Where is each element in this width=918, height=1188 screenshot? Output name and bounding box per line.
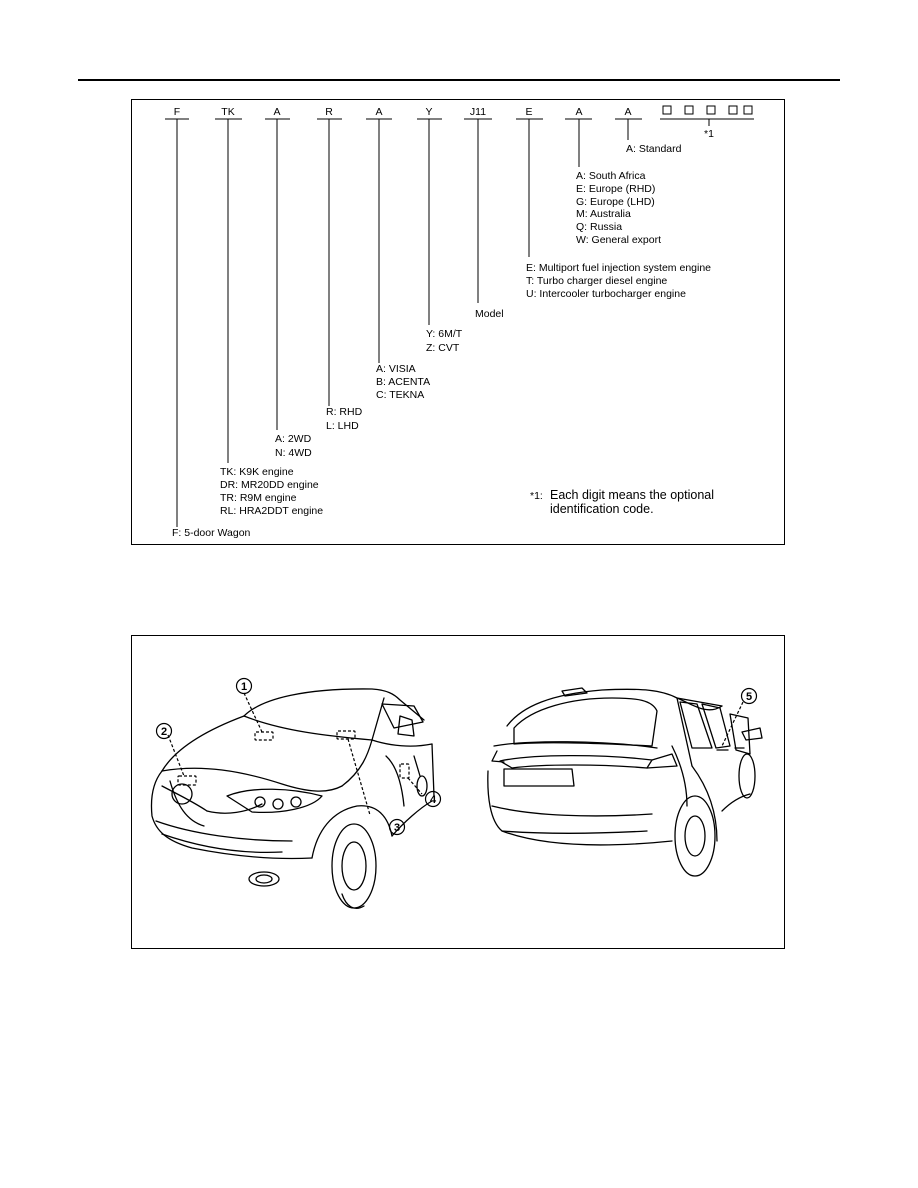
location-marker-2 [177, 775, 197, 786]
legend-pos9-6: W: General export [576, 234, 661, 246]
legend-pos9-3: G: Europe (LHD) [576, 196, 655, 208]
legend-pos4-2: L: LHD [326, 420, 359, 432]
footnote-line-1: Each digit means the optional [550, 488, 714, 502]
callout-3-circle [388, 818, 406, 836]
location-marker-1 [254, 731, 274, 741]
legend-pos5-2: B: ACENTA [376, 376, 430, 388]
legend-pos8-2: T: Turbo charger diesel engine [526, 275, 667, 287]
legend-pos1-1: F: 5-door Wagon [172, 527, 251, 539]
code-header-9: A [575, 106, 582, 118]
identification-location-figure: 1 2 3 4 5 [131, 635, 785, 949]
legend-pos2-3: TR: R9M engine [220, 492, 297, 504]
code-header-4: R [325, 106, 333, 118]
footnote-marker: *1 [704, 128, 714, 140]
legend-pos8-1: E: Multiport fuel injection system engin… [526, 262, 711, 274]
code-header-1: F [174, 106, 180, 118]
legend-pos9-4: M: Australia [576, 208, 631, 220]
callout-4-circle [424, 790, 442, 808]
legend-pos3-2: N: 4WD [275, 447, 312, 459]
callout-3-label: 3 [394, 822, 400, 834]
code-header-8: E [525, 106, 532, 118]
legend-pos6-2: Z: CVT [426, 342, 460, 354]
legend-pos4-1: R: RHD [326, 406, 363, 418]
code-header-6: Y [425, 106, 432, 118]
front-vehicle-drawing [150, 688, 435, 909]
code-header-7: J11 [470, 106, 486, 118]
legend-pos5-3: C: TEKNA [376, 389, 424, 401]
location-marker-3 [336, 730, 356, 740]
legend-pos8-3: U: Intercooler turbocharger engine [526, 288, 686, 300]
callout-2-label: 2 [161, 726, 167, 738]
code-header-5: A [375, 106, 382, 118]
legend-pos2-4: RL: HRA2DDT engine [220, 505, 323, 517]
footnote-line-2: identification code. [550, 502, 654, 516]
code-header-3: A [273, 106, 280, 118]
legend-pos9-2: E: Europe (RHD) [576, 183, 655, 195]
legend-pos6-1: Y: 6M/T [426, 328, 463, 340]
legend-pos7-1: Model [475, 308, 504, 320]
vehicle-illustration: 1 2 3 4 5 [150, 677, 763, 909]
code-header-10: A [624, 106, 631, 118]
location-marker-5-leader [721, 701, 744, 747]
rear-vehicle-drawing [487, 687, 763, 877]
code-chart-svg: F TK A R A Y J11 E A A *1 A: Standard A:… [165, 105, 754, 539]
legend-pos5-1: A: VISIA [376, 363, 416, 375]
legend-pos2-2: DR: MR20DD engine [220, 479, 319, 491]
legend-pos2-1: TK: K9K engine [220, 466, 294, 478]
code-header-2: TK [221, 106, 234, 118]
footnote-label: *1: [530, 490, 543, 502]
header-rule [78, 79, 840, 81]
legend-pos9-1: A: South Africa [576, 170, 646, 182]
callout-1-label: 1 [241, 681, 247, 693]
callout-4-label: 4 [430, 794, 437, 806]
callout-5-circle [740, 687, 758, 705]
location-marker-4 [399, 763, 410, 779]
callout-1-circle [235, 677, 253, 695]
legend-pos10-1: A: Standard [626, 143, 682, 155]
callout-5-label: 5 [746, 691, 752, 703]
legend-pos3-1: A: 2WD [275, 433, 312, 445]
callout-2-circle [155, 722, 173, 740]
identification-code-chart: F TK A R A Y J11 E A A *1 A: Standard A:… [131, 99, 785, 545]
legend-pos9-5: Q: Russia [576, 221, 622, 233]
